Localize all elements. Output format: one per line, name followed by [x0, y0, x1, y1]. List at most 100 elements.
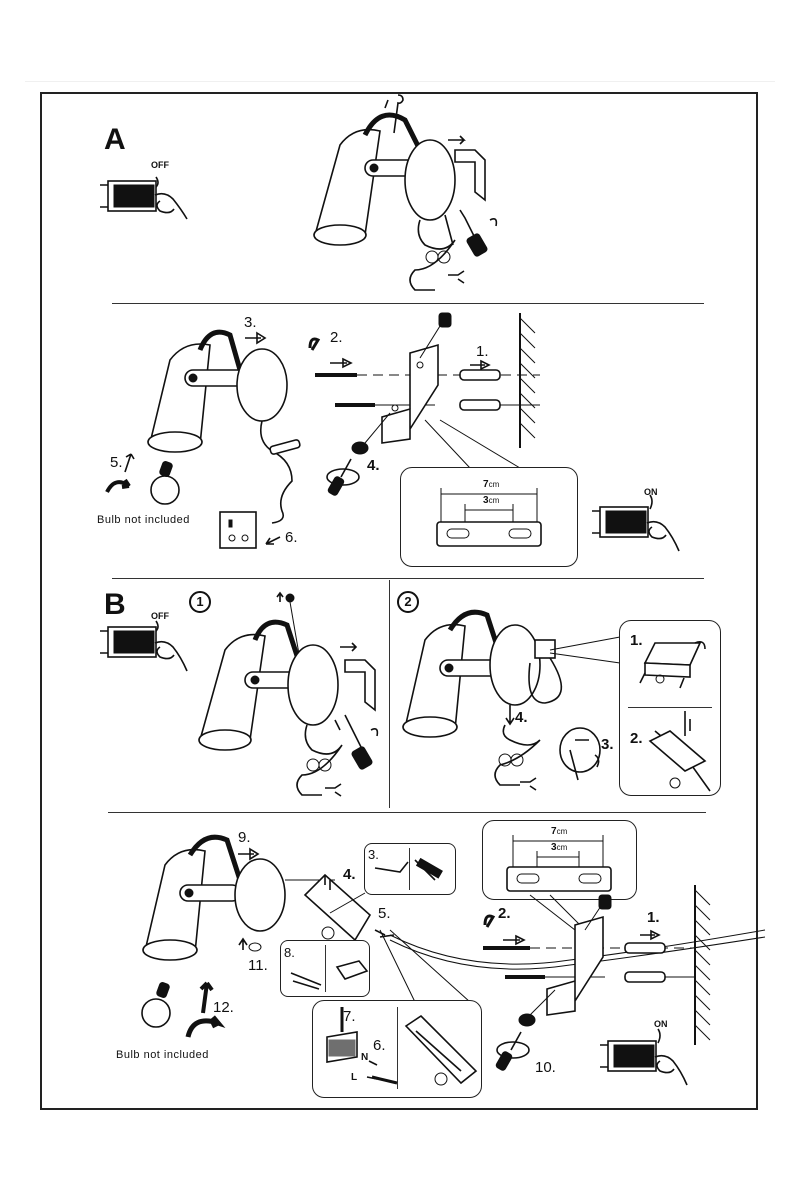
divider-c — [108, 812, 706, 813]
lamp-disassembly-illustration — [313, 94, 498, 291]
c-step-5-label: 5. — [378, 905, 391, 922]
cover-fit-mini — [290, 960, 369, 990]
screwdriver-icon — [351, 746, 373, 770]
mounting-bracket — [546, 915, 604, 1016]
bracket-plate — [436, 521, 542, 547]
c-step-9-label: 9. — [238, 829, 251, 846]
arrow-right-icon — [503, 934, 526, 946]
bulb-not-included-note-2: Bulb not included — [116, 1049, 209, 1061]
wall-plug — [459, 399, 501, 411]
callout-pointer — [424, 419, 521, 469]
wall-bracket-mounting-illustration-2 — [483, 885, 711, 1045]
arrow-right-icon — [448, 135, 466, 145]
step-5-label: 5. — [110, 454, 123, 471]
rotate-arrow-icon — [594, 754, 600, 768]
wall-plug — [624, 942, 666, 954]
wall-plug — [459, 369, 501, 381]
arrow-right-icon — [340, 642, 358, 652]
step-4-label: 4. — [367, 457, 380, 474]
power-cord — [296, 724, 343, 796]
light-bulb-icon — [141, 982, 171, 1028]
terminal-block-drawing — [648, 711, 711, 792]
arrow-right-icon — [330, 357, 353, 369]
bracket-plate — [506, 866, 612, 892]
plug-icon — [448, 270, 465, 284]
arrow-right-icon — [640, 929, 661, 941]
c-step-4-label: 4. — [343, 866, 356, 883]
instruction-sheet-frame — [40, 92, 758, 1110]
wall-plate — [489, 624, 541, 706]
callout-pointer — [379, 929, 471, 1003]
b2-step-4-label: 4. — [515, 709, 528, 726]
bracket-dimension-callout: 7cm 3cm — [400, 467, 578, 567]
wire-neutral-label: N — [361, 1052, 369, 1063]
arrow-down-left-icon — [265, 536, 281, 545]
bracket-dimension-drawing — [436, 488, 542, 547]
wall-plate — [236, 348, 288, 422]
callout-pointer — [549, 636, 621, 664]
divider-b — [112, 578, 704, 579]
wiring-detail-callout: 7. 6. N L — [312, 1000, 482, 1098]
screw-icon — [285, 593, 295, 603]
arrow-right-icon — [245, 331, 267, 345]
wall-plug — [624, 971, 666, 983]
section-letter-b: B — [104, 588, 126, 621]
bulb-insert-illustration — [141, 981, 226, 1038]
dimension-inner-2: 3cm — [551, 842, 568, 853]
step-2-label: 2. — [330, 329, 343, 346]
supply-cable — [389, 929, 766, 965]
bracket-screw — [351, 441, 369, 455]
c-step-3-label: 3. — [368, 847, 379, 862]
lamp-cord-removal-illustration — [402, 609, 601, 791]
substep-2-badge: 2 — [397, 591, 419, 613]
internal-wire — [528, 657, 563, 704]
lamp-shade — [313, 128, 381, 246]
plug-icon — [520, 777, 537, 791]
bracket-screw — [598, 894, 612, 910]
lamp-shade — [199, 633, 266, 746]
c-step-11-label: 11. — [248, 957, 268, 974]
grommet — [248, 942, 262, 952]
dimension-outer: 7cm — [483, 479, 500, 490]
screw-up-icon — [384, 94, 404, 134]
c-step-10-label: 10. — [535, 1059, 556, 1076]
lamp-removal-illustration — [198, 591, 379, 797]
screwdriver-rotate-icon — [326, 458, 360, 496]
screwdriver-rotate-icon-2 — [495, 1031, 530, 1071]
wall-bracket-mounting-illustration — [308, 312, 540, 455]
arrow-right-icon — [470, 359, 491, 371]
terminal-detail-callout: 1. 2. — [619, 620, 721, 796]
connector-block-drawing — [404, 1014, 478, 1086]
callout-pointer — [529, 894, 581, 931]
rotate-arrow-icon — [185, 1015, 226, 1038]
b2-step-1-label: 1. — [630, 632, 643, 649]
arrow-up-icon — [199, 981, 214, 1014]
b2-step-2-label: 2. — [630, 730, 643, 747]
step-1-label: 1. — [476, 343, 489, 360]
c-step-1-label: 1. — [647, 909, 660, 926]
switch-off-label: OFF — [151, 160, 169, 170]
b2-step-3-label: 3. — [601, 736, 614, 753]
bracket-dimension-drawing — [506, 835, 612, 892]
cable-routing-illustration — [303, 873, 766, 970]
callout-pointer — [329, 892, 366, 914]
bulb-insert-illustration — [105, 453, 180, 505]
inline-switch — [269, 439, 301, 455]
screwdriver-icon — [466, 233, 488, 257]
wall-plate-back — [559, 727, 601, 773]
cover-removal-drawing — [639, 641, 706, 689]
step-6-label: 6. — [285, 529, 298, 546]
breaker-switch-icon — [100, 176, 188, 220]
terminal-block — [303, 873, 372, 942]
plug-icon — [325, 783, 342, 797]
mounting-bracket — [381, 343, 439, 444]
rotate-arrow-icon — [105, 478, 131, 493]
c-step-12-label: 12. — [213, 999, 234, 1016]
switch-on-label-2: ON — [654, 1019, 668, 1029]
breaker-switch-on-icon-2 — [600, 1028, 688, 1086]
power-cord — [494, 724, 541, 786]
step-3-callout: 3. — [364, 843, 456, 895]
substep-1-badge: 1 — [189, 591, 211, 613]
rotate-arrow-icon — [308, 337, 321, 351]
wire-live-label: L — [351, 1072, 358, 1083]
